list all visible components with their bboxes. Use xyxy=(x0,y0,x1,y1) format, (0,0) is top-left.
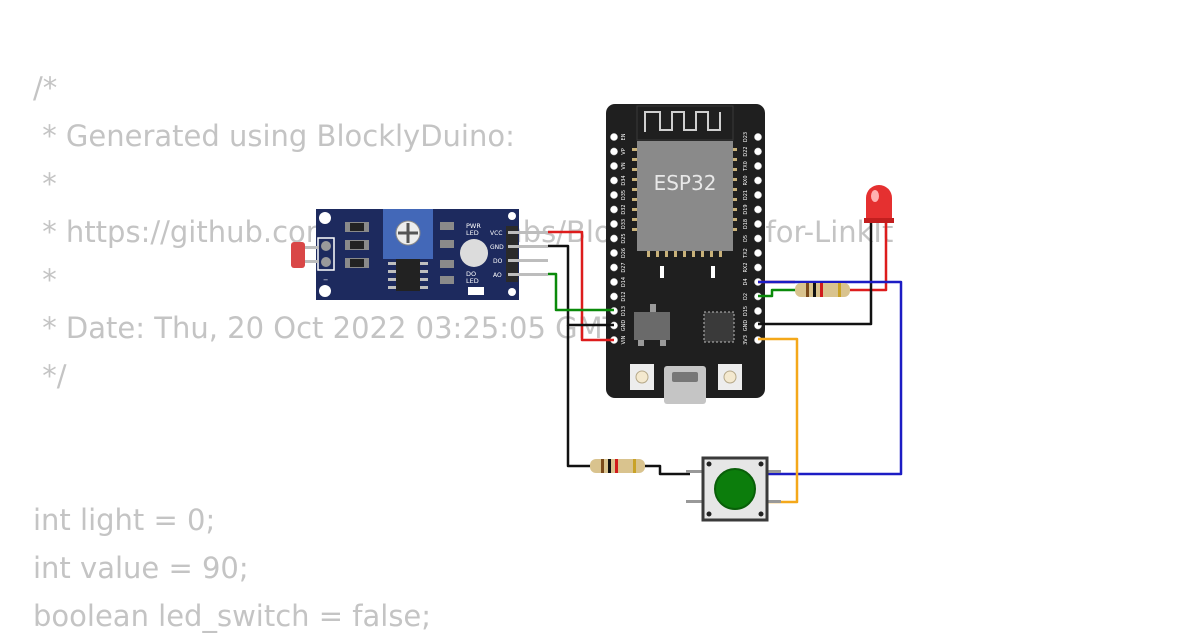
esp32-pin-left-en[interactable] xyxy=(610,133,618,141)
code-comment-blank: * xyxy=(33,167,57,201)
esp32-pin-right-tx2[interactable] xyxy=(754,249,762,257)
code-line-light: int light = 0; xyxy=(33,503,216,537)
esp32-pin-label-right-d2: D2 xyxy=(743,293,749,300)
wire-vcc[interactable] xyxy=(548,230,614,342)
wire-led-gnd[interactable] xyxy=(758,222,873,326)
wire-button-signal[interactable] xyxy=(758,280,903,476)
esp32-pin-left-d33[interactable] xyxy=(610,220,618,228)
esp32-pin-right-d19[interactable] xyxy=(754,205,762,214)
esp32-pin-label-right-d18: D18 xyxy=(743,219,749,229)
do-led-label-1: DO xyxy=(466,270,476,278)
esp32-pin-label-left-d26: D26 xyxy=(621,248,627,258)
esp32-pin-label-right-d5: D5 xyxy=(743,235,749,242)
esp32-pin-left-d35[interactable] xyxy=(610,191,618,199)
esp32-pin-label-left-d25: D25 xyxy=(621,233,627,243)
wire-d2[interactable] xyxy=(758,288,795,298)
esp32-pin-label-left-d35: D35 xyxy=(621,190,627,200)
esp32-pin-label-right-gnd: GND xyxy=(743,320,749,332)
esp32-pin-label-right-rx2: RX2 xyxy=(743,262,749,272)
sensor-pin-vcc: VCC xyxy=(490,230,502,237)
esp32-pin-right-d18[interactable] xyxy=(754,220,762,228)
code-comment-blank-2: * xyxy=(33,263,57,297)
sensor-pin-ao: AO xyxy=(493,272,502,279)
esp32-pin-right-d23[interactable] xyxy=(754,133,762,141)
wire-analog-out[interactable] xyxy=(548,272,614,312)
esp32-board[interactable]: ESP32 ENVPVND34D35D32D33D25D26D27D14D12D… xyxy=(606,104,765,404)
resistor-led[interactable] xyxy=(795,283,850,297)
sensor-pin-do: DO xyxy=(493,258,503,265)
esp32-pin-label-right-d22: D22 xyxy=(743,146,749,156)
esp32-pin-label-left-gnd: GND xyxy=(621,320,627,332)
esp32-pin-label-right-tx2: TX2 xyxy=(743,248,749,259)
pwr-led-label-1: PWR xyxy=(466,222,481,230)
ldr-photoresistor xyxy=(291,242,305,268)
sensor-white-led xyxy=(460,239,488,267)
esp32-pin-label-left-d13: D13 xyxy=(621,306,627,316)
esp32-pin-label-left-d33: D33 xyxy=(621,219,627,229)
code-line-value: int value = 90; xyxy=(33,551,249,585)
wire-sensor-gnd[interactable] xyxy=(548,244,614,327)
esp32-pin-left-d14[interactable] xyxy=(610,278,618,286)
wires xyxy=(548,222,903,504)
esp32-pin-label-left-d14: D14 xyxy=(621,277,627,287)
esp32-pin-label-left-vp: VP xyxy=(621,148,627,154)
esp32-pin-label-right-d19: D19 xyxy=(743,204,749,214)
esp32-pin-left-d12[interactable] xyxy=(610,292,618,301)
esp32-pin-label-right-d4: D4 xyxy=(743,278,749,285)
esp32-pin-left-d25[interactable] xyxy=(610,234,618,243)
red-led[interactable] xyxy=(864,185,894,223)
sensor-minus-label: − xyxy=(323,276,328,284)
sensor-pin-gnd: GND xyxy=(490,244,504,251)
wire-resistor-to-button[interactable] xyxy=(645,464,690,476)
esp32-pin-right-rx0[interactable] xyxy=(754,176,762,185)
code-comment-date: * Date: Thu, 20 Oct 2022 03:25:05 GMT xyxy=(33,311,621,345)
esp32-pin-label-right-d23: D23 xyxy=(743,132,749,142)
do-led-label-2: LED xyxy=(466,277,479,285)
esp32-pin-label-right-rx0: RX0 xyxy=(743,175,749,185)
esp32-pin-right-d22[interactable] xyxy=(754,147,762,156)
wire-3v3[interactable] xyxy=(758,337,799,504)
esp32-pin-right-d15[interactable] xyxy=(754,307,762,315)
light-sensor-module[interactable]: + − PWR LED DO LED VCC GND xyxy=(291,209,548,300)
esp32-pin-label-left-d34: D34 xyxy=(621,175,627,185)
push-button[interactable] xyxy=(686,456,781,522)
esp32-pin-label-right-tx0: TX0 xyxy=(743,161,749,172)
esp32-pin-label-left-d12: D12 xyxy=(621,291,627,301)
esp32-pin-left-d34[interactable] xyxy=(610,176,618,185)
esp32-pin-left-vn[interactable] xyxy=(610,162,618,170)
code-comment-close: */ xyxy=(33,359,67,393)
esp32-pin-right-d5[interactable] xyxy=(754,234,762,243)
esp32-pin-right-tx0[interactable] xyxy=(754,162,762,170)
esp32-pin-right-rx2[interactable] xyxy=(754,263,762,272)
esp32-pin-right-d21[interactable] xyxy=(754,191,762,199)
esp32-pin-label-left-vn: VN xyxy=(621,162,627,169)
esp32-chip-label: ESP32 xyxy=(654,171,717,195)
esp32-pin-label-right-3v3: 3V3 xyxy=(743,335,749,345)
code-comment-generated: * Generated using BlocklyDuino: xyxy=(33,119,515,153)
esp32-pin-label-left-vin: VIN xyxy=(621,335,627,344)
esp32-pin-label-right-d15: D15 xyxy=(743,306,749,316)
code-comment-open: /* xyxy=(33,71,58,105)
esp32-pin-left-vp[interactable] xyxy=(610,147,618,156)
esp32-pin-left-d32[interactable] xyxy=(610,205,618,214)
esp32-pin-label-left-en: EN xyxy=(621,133,627,140)
esp32-pin-left-d26[interactable] xyxy=(610,249,618,257)
esp32-pin-label-left-d32: D32 xyxy=(621,204,627,214)
resistor-pulldown[interactable] xyxy=(590,459,645,473)
wire-resistor-to-led[interactable] xyxy=(850,222,888,292)
push-button-cap[interactable] xyxy=(715,469,755,509)
pwr-led-label-2: LED xyxy=(466,229,479,237)
esp32-pin-label-left-d27: D27 xyxy=(621,262,627,272)
wire-gnd-to-resistor[interactable] xyxy=(566,325,590,468)
code-line-led-switch: boolean led_switch = false; xyxy=(33,599,432,633)
esp32-pin-label-right-d21: D21 xyxy=(743,190,749,200)
esp32-pin-left-d27[interactable] xyxy=(610,263,618,272)
